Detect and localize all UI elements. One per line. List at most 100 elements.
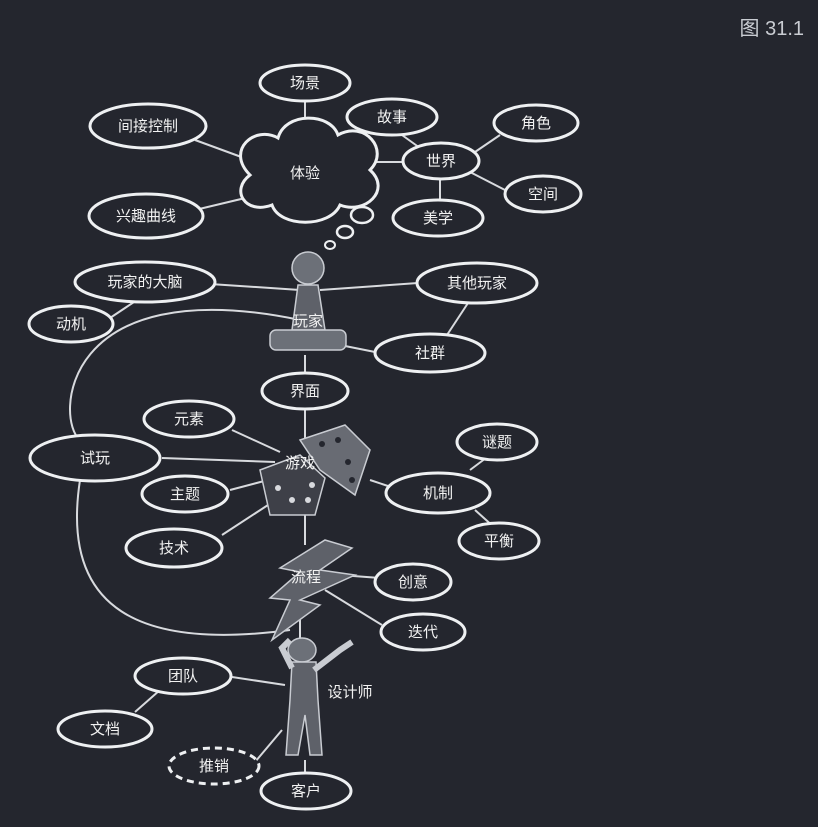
edge-game-elements bbox=[231, 429, 281, 453]
node-creativity-label: 创意 bbox=[398, 573, 428, 591]
designer-label: 设计师 bbox=[327, 683, 372, 701]
process-label: 流程 bbox=[291, 568, 321, 586]
node-mechanics-ellipse bbox=[384, 471, 492, 515]
node-character-ellipse bbox=[492, 103, 580, 143]
node-interface: 界面 bbox=[260, 371, 350, 411]
edge-game-theme bbox=[229, 479, 269, 491]
edge-others-community bbox=[444, 299, 471, 339]
node-playtest: 试玩 bbox=[28, 433, 162, 483]
node-elements: 元素 bbox=[142, 399, 236, 439]
node-team-ellipse bbox=[133, 656, 233, 696]
node-elements-ellipse bbox=[142, 399, 236, 439]
experience-label: 体验 bbox=[290, 164, 320, 182]
dice-icon bbox=[259, 424, 371, 516]
node-community-ellipse bbox=[373, 332, 487, 374]
node-character: 角色 bbox=[492, 103, 580, 143]
figure-label: 图 31.1 bbox=[739, 18, 804, 40]
node-iteration-label: 迭代 bbox=[408, 623, 438, 641]
node-space-ellipse bbox=[503, 174, 583, 214]
node-marketing-ellipse bbox=[167, 746, 261, 786]
game-label: 游戏 bbox=[285, 454, 315, 472]
node-story-label: 故事 bbox=[377, 108, 407, 126]
node-puzzle: 谜题 bbox=[455, 422, 539, 462]
node-other-players-label: 其他玩家 bbox=[447, 274, 507, 292]
node-theme: 主题 bbox=[140, 474, 230, 514]
node-world-ellipse bbox=[401, 141, 481, 181]
designer-figure-icon bbox=[278, 637, 354, 756]
edge-world-space bbox=[469, 171, 506, 191]
node-balance-ellipse bbox=[457, 521, 541, 561]
node-player-mind-label: 玩家的大脑 bbox=[107, 273, 182, 291]
node-mechanics: 机制 bbox=[384, 471, 492, 515]
edge-team-documents bbox=[134, 689, 161, 713]
node-other-players: 其他玩家 bbox=[415, 261, 539, 305]
node-world: 世界 bbox=[401, 141, 481, 181]
node-theme-ellipse bbox=[140, 474, 230, 514]
node-iteration-ellipse bbox=[379, 612, 467, 652]
edge-game-playtest bbox=[161, 457, 276, 463]
node-documents-ellipse bbox=[56, 709, 154, 749]
node-team: 团队 bbox=[133, 656, 233, 696]
edge-designer-team bbox=[231, 676, 286, 686]
node-technology-ellipse bbox=[124, 527, 224, 569]
node-player-mind-ellipse bbox=[73, 260, 217, 304]
node-balance-label: 平衡 bbox=[484, 532, 514, 550]
node-motivation: 动机 bbox=[27, 304, 115, 344]
edge-game-technology bbox=[221, 504, 269, 536]
node-interface-label: 界面 bbox=[290, 382, 320, 400]
node-interface-ellipse bbox=[260, 371, 350, 411]
node-playtest-label: 试玩 bbox=[80, 449, 110, 467]
thought-cloud bbox=[239, 116, 380, 250]
edge-player-others bbox=[319, 282, 419, 291]
node-client: 客户 bbox=[259, 771, 353, 811]
node-technology: 技术 bbox=[124, 527, 224, 569]
node-puzzle-ellipse bbox=[455, 422, 539, 462]
node-community: 社群 bbox=[373, 332, 487, 374]
node-story: 故事 bbox=[345, 97, 439, 137]
node-iteration: 迭代 bbox=[379, 612, 467, 652]
node-playtest-ellipse bbox=[28, 433, 162, 483]
edge-designer-marketing bbox=[254, 729, 283, 763]
pawn-icon bbox=[269, 251, 347, 351]
node-indirect-control: 间接控制 bbox=[88, 102, 208, 150]
node-motivation-label: 动机 bbox=[56, 315, 86, 333]
node-interest-curve: 兴趣曲线 bbox=[87, 192, 205, 240]
node-player-mind: 玩家的大脑 bbox=[73, 260, 217, 304]
node-character-label: 角色 bbox=[521, 114, 551, 132]
node-indirect-control-ellipse bbox=[88, 102, 208, 150]
node-interest-curve-ellipse bbox=[87, 192, 205, 240]
node-puzzle-label: 谜题 bbox=[482, 433, 512, 451]
node-marketing-label: 推销 bbox=[199, 757, 229, 775]
edge-motivation-loop bbox=[69, 308, 301, 636]
node-mechanics-label: 机制 bbox=[423, 484, 453, 502]
node-scene: 场景 bbox=[258, 63, 352, 103]
node-other-players-ellipse bbox=[415, 261, 539, 305]
node-documents-label: 文档 bbox=[90, 720, 120, 738]
node-marketing: 推销 bbox=[167, 746, 261, 786]
node-creativity: 创意 bbox=[373, 562, 453, 602]
node-story-ellipse bbox=[345, 97, 439, 137]
edge-process-iteration bbox=[324, 589, 383, 626]
node-community-label: 社群 bbox=[415, 344, 445, 362]
node-motivation-ellipse bbox=[27, 304, 115, 344]
node-balance: 平衡 bbox=[457, 521, 541, 561]
node-technology-label: 技术 bbox=[159, 539, 189, 557]
node-client-label: 客户 bbox=[291, 782, 321, 800]
lightning-bolt-icon bbox=[268, 539, 358, 643]
player-label: 玩家 bbox=[293, 312, 323, 330]
node-documents: 文档 bbox=[56, 709, 154, 749]
node-theme-label: 主题 bbox=[170, 485, 200, 503]
edge-world-character bbox=[474, 134, 501, 153]
node-indirect-control-label: 间接控制 bbox=[118, 117, 178, 135]
node-client-ellipse bbox=[259, 771, 353, 811]
node-space-label: 空间 bbox=[528, 185, 558, 203]
node-scene-ellipse bbox=[258, 63, 352, 103]
node-team-label: 团队 bbox=[168, 667, 198, 685]
node-aesthetics-ellipse bbox=[391, 198, 485, 238]
node-scene-label: 场景 bbox=[290, 74, 320, 92]
node-creativity-ellipse bbox=[373, 562, 453, 602]
node-elements-label: 元素 bbox=[174, 410, 204, 428]
node-interest-curve-label: 兴趣曲线 bbox=[116, 207, 176, 225]
